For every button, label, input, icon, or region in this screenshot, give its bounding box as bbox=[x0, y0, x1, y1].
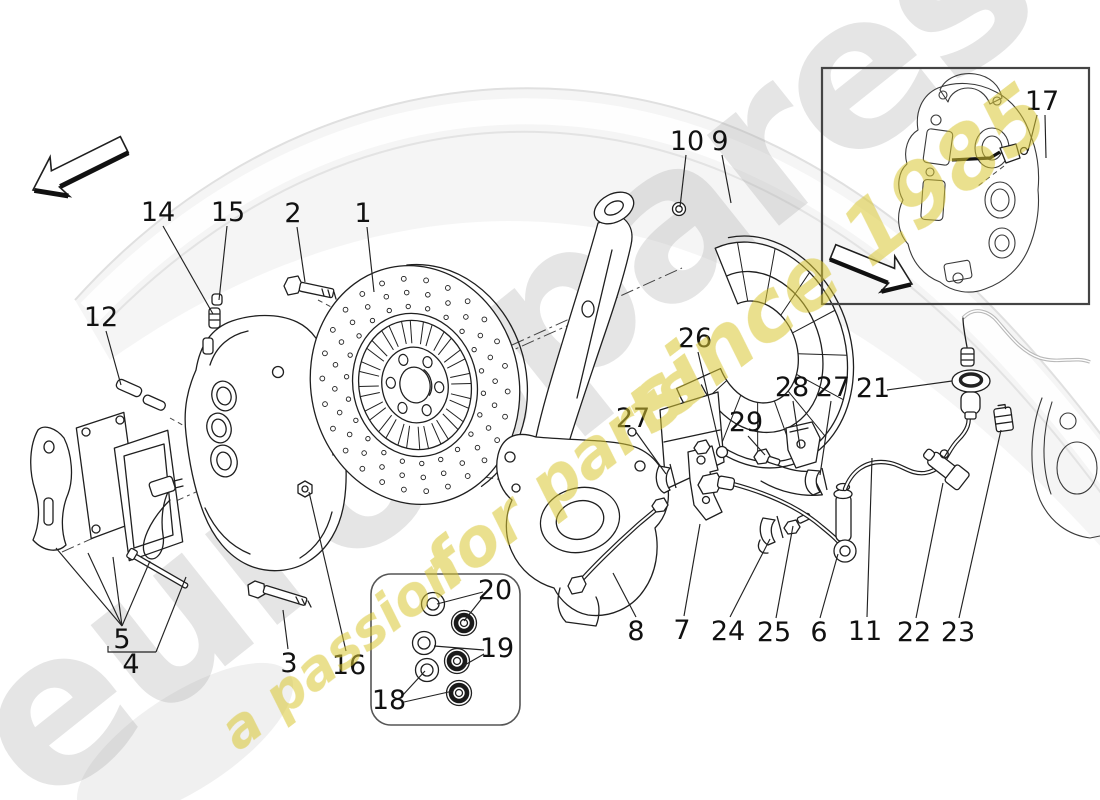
direction-arrow-inset-icon bbox=[828, 243, 914, 294]
part-label-1: 1 bbox=[354, 198, 371, 229]
brake-hose-6 bbox=[697, 472, 857, 563]
part-label-11: 11 bbox=[848, 616, 882, 647]
steering-knuckle bbox=[496, 191, 669, 627]
hub-carrier-fragment bbox=[1031, 397, 1100, 539]
cable-connector-23 bbox=[993, 403, 1014, 433]
part-label-2: 2 bbox=[284, 198, 301, 229]
seal-kit-box bbox=[370, 573, 521, 726]
part-label-25: 25 bbox=[757, 617, 791, 648]
bracket-bolt-29 bbox=[753, 448, 781, 466]
brake-caliper bbox=[184, 275, 347, 608]
part-label-10: 10 bbox=[670, 126, 704, 157]
part-label-29: 29 bbox=[729, 407, 763, 438]
part-label-21: 21 bbox=[856, 373, 890, 404]
direction-arrow-main-icon bbox=[31, 135, 130, 199]
part-label-14: 14 bbox=[141, 197, 175, 228]
watermark-swoosh bbox=[74, 87, 1100, 800]
brake-pads-group bbox=[30, 378, 189, 589]
part-label-7: 7 bbox=[673, 615, 690, 646]
part-label-3: 3 bbox=[280, 648, 297, 679]
part-label-26: 26 bbox=[678, 323, 712, 354]
brake-disc bbox=[309, 263, 529, 506]
part-label-27: 27 bbox=[616, 403, 650, 434]
part-label-4: 4 bbox=[122, 649, 139, 680]
callout-bracket-4 bbox=[107, 646, 156, 653]
part-label-23: 23 bbox=[941, 617, 975, 648]
part-label-20: 20 bbox=[478, 575, 512, 606]
part-label-22: 22 bbox=[897, 617, 931, 648]
part-label-12: 12 bbox=[84, 302, 118, 333]
brake-pipe-8 bbox=[567, 497, 669, 595]
part-label-9: 9 bbox=[711, 126, 728, 157]
part-label-16: 16 bbox=[332, 650, 366, 681]
hose-bracket-28 bbox=[785, 421, 821, 469]
part-label-18: 18 bbox=[372, 685, 406, 716]
part-label-8: 8 bbox=[627, 616, 644, 647]
part-label-24: 24 bbox=[711, 616, 745, 647]
part-label-28: 28 bbox=[775, 372, 809, 403]
brake-pipe-11 bbox=[842, 309, 1091, 492]
part-label-5: 5 bbox=[113, 624, 130, 655]
hose-fork-clip-24 bbox=[757, 515, 784, 554]
grommet-21 bbox=[951, 369, 991, 420]
caliper-detail-inset bbox=[820, 66, 1091, 306]
pipe-clip-27-right bbox=[804, 467, 828, 496]
part-label-17: 17 bbox=[1025, 86, 1059, 117]
part-label-15: 15 bbox=[211, 197, 245, 228]
abs-sensor-22 bbox=[922, 448, 970, 491]
part-label-6: 6 bbox=[810, 617, 827, 648]
part-label-19: 19 bbox=[480, 633, 514, 664]
part-label-27: 27 bbox=[816, 372, 850, 403]
shield-bolt bbox=[671, 201, 687, 217]
pipe-clip-27-left bbox=[655, 463, 677, 494]
